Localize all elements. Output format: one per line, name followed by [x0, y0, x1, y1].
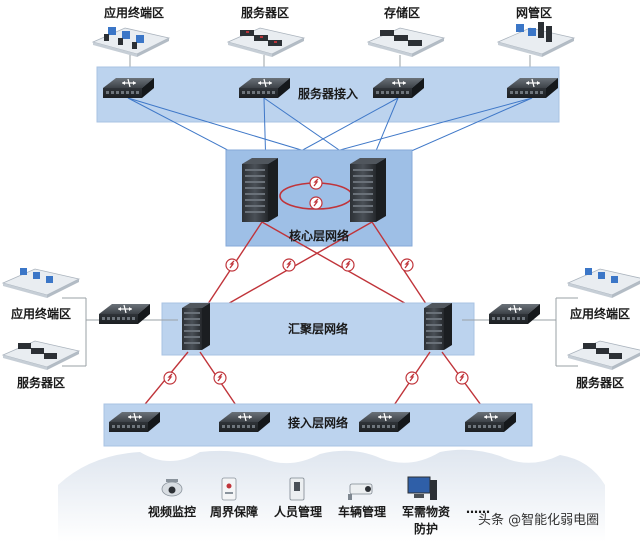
right-zone-terminals	[567, 268, 640, 299]
aggregation-switch-right	[424, 303, 452, 350]
right-zone-label-2: 服务器区	[576, 375, 624, 390]
left-zone-label-2: 服务器区	[17, 375, 65, 390]
aggregation-band	[161, 302, 475, 356]
terminal-label-5a: 军需物资	[402, 504, 450, 519]
server-access-band	[96, 66, 560, 123]
firewall-icon-a4	[400, 258, 414, 272]
left-side-switch	[98, 303, 151, 325]
core-switch-left	[242, 158, 278, 222]
core-firewall-icon-1	[309, 176, 323, 190]
top-zone-label-1: 应用终端区	[104, 5, 164, 20]
supplies-terminal-icon	[407, 476, 437, 500]
firewall-icon-b2	[213, 371, 227, 385]
terminal-label-more: ……	[466, 502, 490, 516]
terminal-cloud	[58, 449, 605, 542]
firewall-icon-b1	[163, 371, 177, 385]
server-access-label: 服务器接入	[298, 86, 358, 101]
access-band	[103, 403, 533, 447]
top-zone-label-4: 网管区	[516, 5, 552, 20]
top-zone-storage	[367, 27, 445, 58]
terminal-label-5b: 防护	[414, 521, 438, 536]
core-firewall-icon-2	[309, 196, 323, 210]
top-zone-management	[497, 22, 575, 58]
access-control-icon	[289, 477, 305, 501]
aggregation-label: 汇聚层网络	[288, 321, 348, 336]
watermark: 头条 @智能化弱电圈	[478, 512, 599, 528]
terminal-label-1: 视频监控	[148, 504, 196, 519]
aggregation-switch-left	[182, 303, 210, 350]
top-zone-terminals	[92, 27, 170, 58]
left-zone-label-1: 应用终端区	[11, 306, 71, 321]
access-label: 接入层网络	[288, 415, 348, 430]
firewall-icon-b3	[405, 371, 419, 385]
core-switch-right	[350, 158, 386, 222]
terminal-label-2: 周界保障	[210, 504, 258, 519]
firewall-icon-a2	[282, 258, 296, 272]
terminal-label-3: 人员管理	[274, 504, 322, 519]
terminal-label-4: 车辆管理	[338, 504, 386, 519]
top-zone-label-3: 存储区	[383, 5, 420, 20]
right-zone-servers	[567, 340, 640, 371]
camera-icon	[161, 479, 183, 497]
firewall-icon-a1	[225, 258, 239, 272]
top-zone-servers	[227, 27, 305, 58]
right-zone-label-1: 应用终端区	[570, 306, 630, 321]
perimeter-sensor-icon	[221, 477, 237, 501]
top-zone-label-2: 服务器区	[241, 5, 289, 20]
left-zone-terminals	[2, 268, 80, 299]
firewall-icon-a3	[341, 258, 355, 272]
right-side-switch	[488, 303, 541, 325]
firewall-icon-b4	[455, 371, 469, 385]
core-label: 核心层网络	[289, 228, 349, 243]
vehicle-camera-icon	[348, 483, 373, 500]
left-zone-servers	[2, 340, 80, 371]
